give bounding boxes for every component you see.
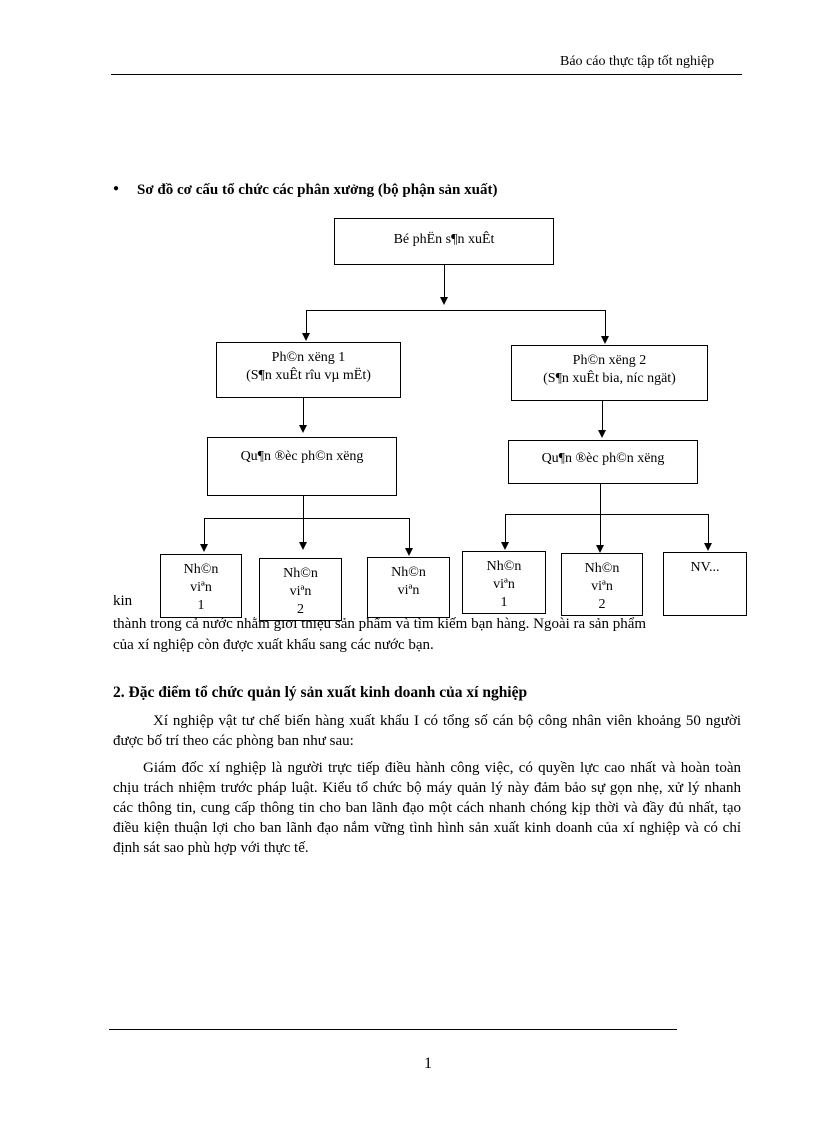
staff-label: viªn (190, 580, 212, 595)
root-label: Bé phËn s¶n xuÊt (393, 232, 495, 247)
staff-box-5: Nh©n viªn 2 (561, 553, 643, 616)
page-header-title: Báo cáo thực tập tốt nghiệp (560, 54, 715, 69)
manager-2-label: Qu¶n ®èc ph©n x­ëng (541, 451, 665, 466)
staff-label: viªn (289, 584, 312, 599)
connector (605, 310, 606, 337)
connector (505, 514, 709, 515)
section-2-title: 2. Đặc điểm tổ chức quản lý sản xuất kin… (113, 684, 528, 701)
connector (505, 514, 506, 543)
workshop-2-desc: (S¶n xuÊt bia, n­íc ngät) (543, 371, 676, 386)
root-box: Bé phËn s¶n xuÊt (334, 218, 554, 265)
arrow-down-icon (501, 542, 509, 550)
staff-label: NV... (690, 560, 720, 575)
workshop-1-desc: (S¶n xuÊt r­îu vµ mËt) (246, 368, 371, 383)
connector (303, 495, 304, 543)
arrow-down-icon (704, 543, 712, 551)
workshop-1-box: Ph©n x­ëng 1 (S¶n xuÊt r­îu vµ mËt) (216, 342, 401, 398)
staff-label: Nh©n (283, 566, 318, 581)
diagram-heading: Sơ đồ cơ cấu tổ chức các phân xưởng (bộ … (137, 182, 498, 198)
manager-1-label: Qu¶n ®èc ph©n x­ëng (240, 449, 364, 464)
arrow-down-icon (299, 542, 307, 550)
page-number: 1 (424, 1055, 432, 1072)
workshop-1-name: Ph©n x­ëng 1 (271, 350, 346, 365)
arrow-down-icon (302, 333, 310, 341)
staff-number: 1 (500, 595, 508, 610)
paragraph-intro-line-3: của xí nghiệp còn được xuất khẩu sang cá… (113, 637, 434, 653)
staff-number: 2 (297, 602, 304, 617)
workshop-2-name: Ph©n x­ëng 2 (572, 353, 647, 368)
arrow-down-icon (596, 545, 604, 553)
staff-box-1: Nh©n viªn 1 (160, 554, 242, 618)
arrow-down-icon (299, 425, 307, 433)
manager-2-box: Qu¶n ®èc ph©n x­ëng (508, 440, 698, 484)
staff-box-4: Nh©n viªn 1 (462, 551, 546, 614)
staff-number: 1 (197, 598, 205, 613)
paragraph-2: Giám đốc xí nghiệp là người trực tiếp đi… (113, 760, 741, 856)
staff-label: Nh©n (486, 559, 522, 574)
arrow-down-icon (200, 544, 208, 552)
staff-label: Nh©n (391, 565, 426, 580)
staff-label: viªn (397, 583, 420, 598)
connector (708, 514, 709, 544)
staff-label: viªn (493, 577, 515, 592)
staff-label: viªn (591, 579, 613, 594)
staff-label: Nh©n (584, 561, 620, 576)
arrow-down-icon (440, 297, 448, 305)
bullet-icon: ● (113, 183, 120, 194)
connector (306, 310, 606, 311)
staff-number: 2 (598, 597, 606, 612)
footer-rule (109, 1029, 677, 1030)
connector (444, 264, 445, 298)
staff-box-2: Nh©n viªn 2 (259, 558, 342, 621)
manager-1-box: Qu¶n ®èc ph©n x­ëng (207, 437, 397, 496)
arrow-down-icon (601, 336, 609, 344)
connector (204, 518, 410, 519)
paragraph-intro-line-2: thành trong cả nước nhằm giới thiệu sản … (113, 616, 647, 632)
staff-box-6: NV... (663, 552, 747, 616)
paragraph-1: Xí nghiệp vật tư chế biến hàng xuất khẩu… (113, 713, 741, 749)
workshop-2-box: Ph©n x­ëng 2 (S¶n xuÊt bia, n­íc ngät) (511, 345, 708, 401)
arrow-down-icon (405, 548, 413, 556)
connector (204, 518, 205, 545)
staff-label: Nh©n (183, 562, 219, 577)
connector (602, 400, 603, 431)
staff-box-3: Nh©n viªn (367, 557, 450, 618)
connector (409, 518, 410, 549)
header-rule (111, 74, 742, 75)
connector (303, 397, 304, 426)
arrow-down-icon (598, 430, 606, 438)
connector (306, 310, 307, 334)
